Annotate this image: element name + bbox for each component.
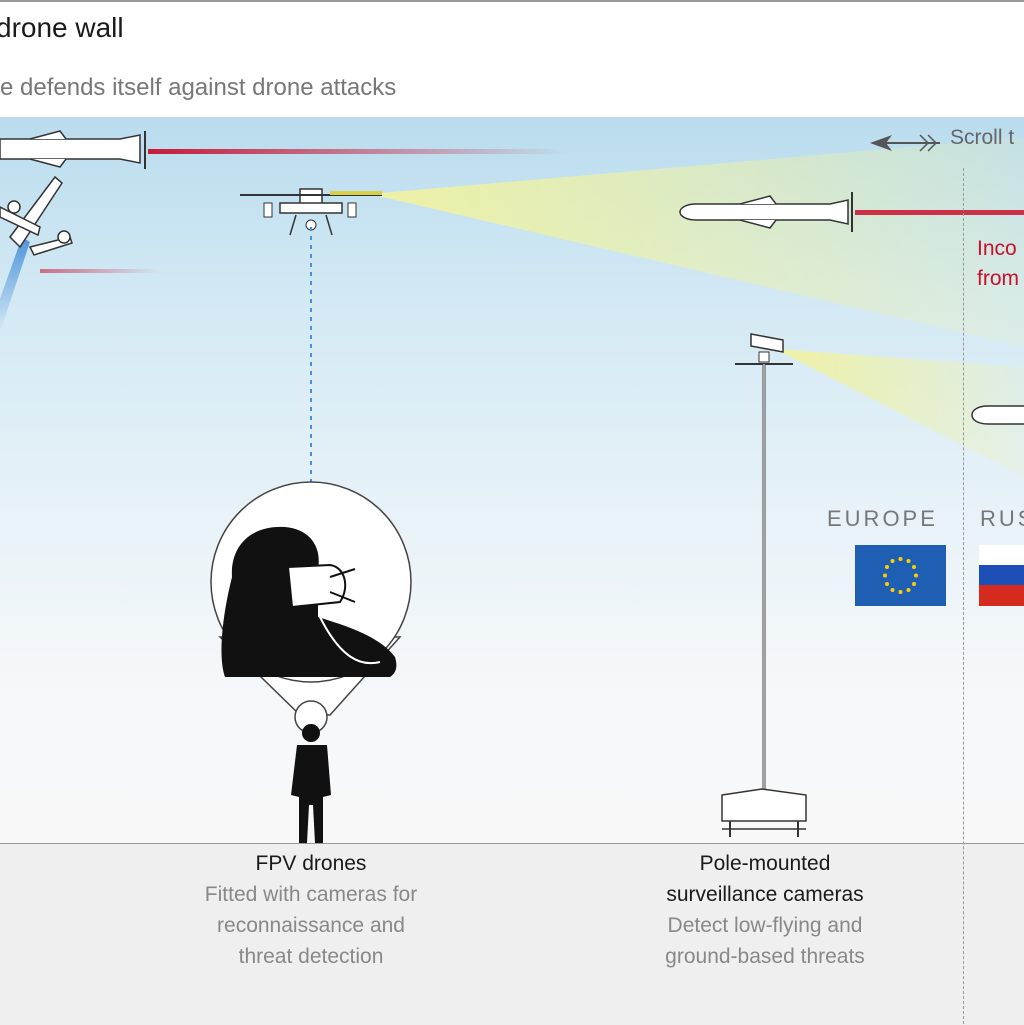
missile-trail [855,210,1024,215]
pole-camera-beam [775,349,1024,477]
soldier-icon [291,724,331,843]
surveillance-camera-icon [735,333,793,365]
eu-flag-icon [855,545,946,606]
caption-desc: Detect low-flying and [667,914,863,937]
cruise-missile-icon [971,405,1024,425]
pole-cameras-caption: Pole-mounted surveillance cameras Detect… [625,848,905,972]
missile-trail [148,149,568,154]
fixed-wing-drone-icon [0,175,73,256]
border-line [963,168,964,1024]
arrow-left-icon [870,134,940,152]
fpv-drones-caption: FPV drones Fitted with cameras for recon… [160,848,462,972]
interceptor-trail [0,237,30,332]
region-russia-label: RUS [980,506,1024,531]
region-europe-label: EUROPE [827,506,938,531]
camera-pole-base [721,788,807,837]
caption-desc: ground-based threats [665,945,865,968]
quadcopter-drone-icon [240,188,382,236]
sky-scene [0,117,1024,843]
caption-title: FPV drones [255,852,367,875]
page-subtitle: e defends itself against drone attacks [0,74,397,101]
drone-camera-beam [370,137,1024,347]
caption-desc: Fitted with cameras for [204,883,418,906]
russia-flag-icon [979,545,1024,606]
fpv-operator-silhouette [221,526,397,677]
ground [0,843,1024,1025]
caption-title: Pole-mounted [699,852,831,875]
incoming-label: Inco from [977,234,1019,294]
cruise-missile-icon [0,130,146,169]
header-rule [0,0,1024,2]
scroll-hint[interactable]: Scroll t [950,126,1015,149]
incoming-line: from [977,267,1019,290]
drone-trail [40,269,160,273]
cruise-missile-icon [679,192,853,232]
caption-title: surveillance cameras [666,883,864,906]
page-title: drone wall [0,12,124,43]
scene-illustration [0,130,1024,843]
caption-desc: threat detection [238,945,384,968]
caption-desc: reconnaissance and [217,914,405,937]
incoming-line: Inco [977,237,1017,260]
